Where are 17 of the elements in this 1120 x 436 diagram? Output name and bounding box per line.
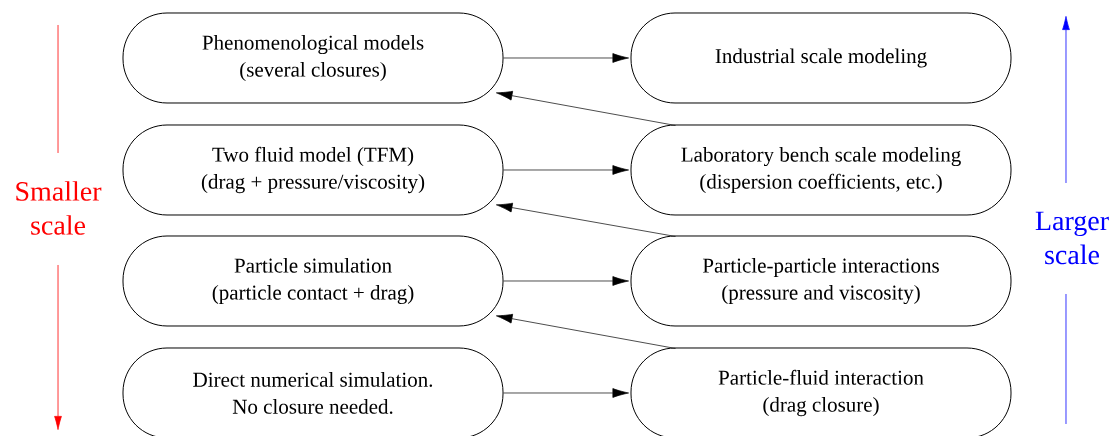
rounded-box: Laboratory bench scale modeling (dispersion coefficients, etc.) xyxy=(630,124,1012,216)
arrow xyxy=(503,388,629,398)
rounded-box: Phenomenological models (several closures) xyxy=(122,12,504,104)
rounded-box: Particle simulation (particle contact + drag) xyxy=(122,235,504,327)
arrow xyxy=(503,276,629,286)
rounded-box: Direct numerical simulation. No closure needed. xyxy=(122,347,504,436)
rounded-box: Industrial scale modeling xyxy=(630,12,1012,104)
arrow xyxy=(496,202,676,237)
arrow xyxy=(496,90,676,126)
arrow xyxy=(503,53,629,63)
rounded-box: Particle-fluid interaction (drag closure) xyxy=(630,347,1012,436)
arrow xyxy=(496,313,676,349)
rounded-box: Two fluid model (TFM) (drag + pressure/viscosity) xyxy=(122,124,504,216)
scale-label: Larger scale xyxy=(1035,211,1109,265)
rounded-box: Particle-particle interactions (pressure and viscosity) xyxy=(630,235,1012,327)
scale-label: Smaller scale xyxy=(16,181,102,235)
arrow xyxy=(503,165,629,175)
